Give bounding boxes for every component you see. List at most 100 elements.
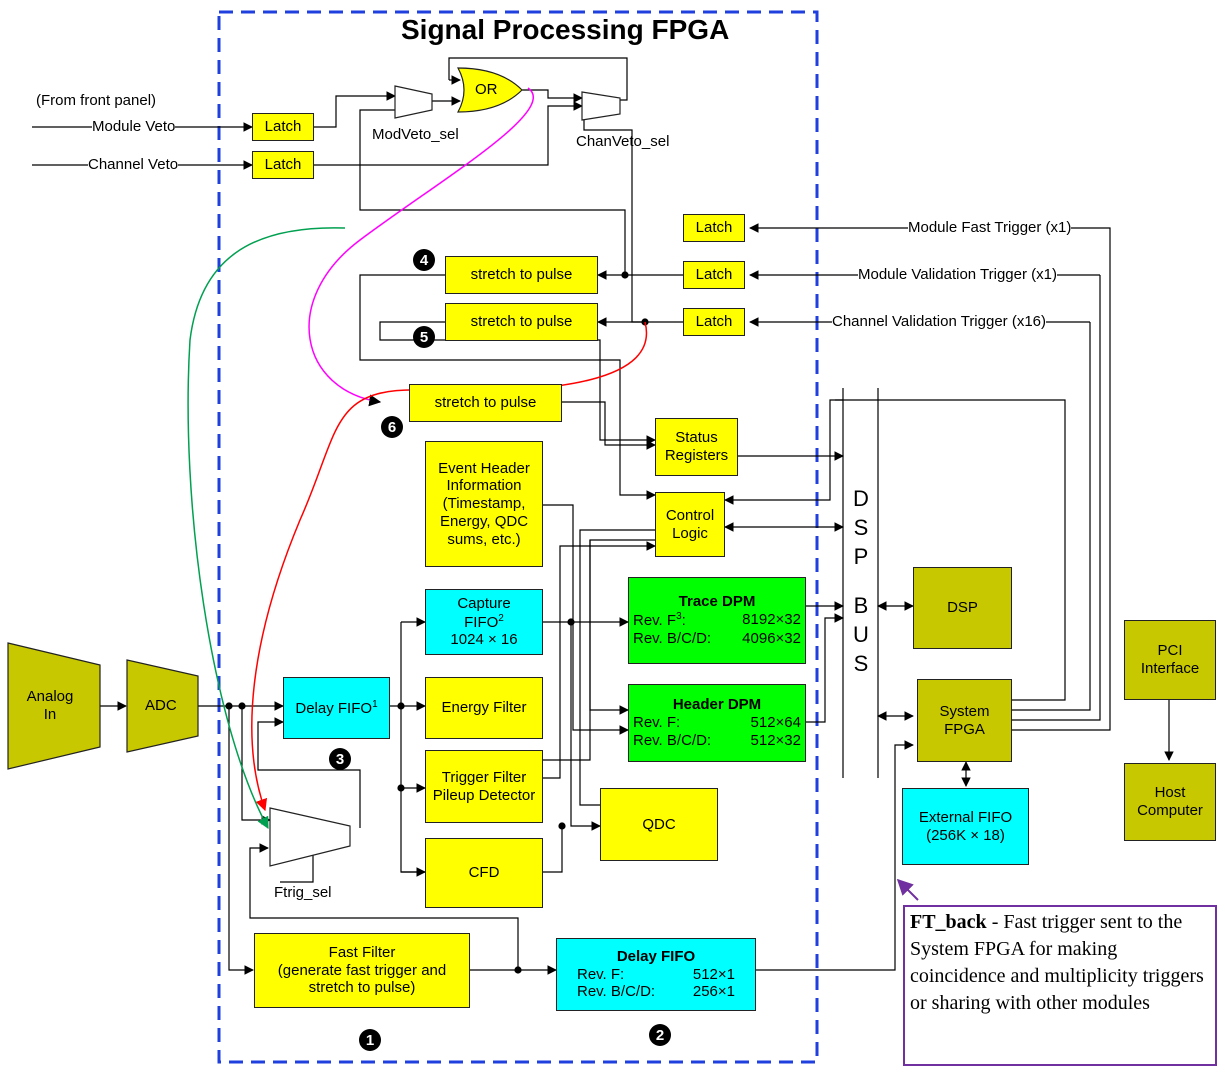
magenta-curve — [308, 87, 535, 407]
ftrig-sel-label: Ftrig_sel — [274, 884, 332, 901]
external-fifo-line2: (256K × 18) — [926, 826, 1005, 844]
channel-veto-label: Channel Veto — [88, 156, 179, 173]
stretch-to-pulse-6: stretch to pulse — [409, 384, 562, 422]
capture-fifo-sup: 2 — [498, 612, 504, 624]
latch-channel-validation: Latch — [683, 308, 745, 336]
capture-fifo-size: 1024 × 16 — [450, 631, 518, 649]
delay-fifo-2-rev2-label: Rev. B/C/D: — [577, 983, 656, 1001]
chanveto-sel-label: ChanVeto_sel — [576, 133, 670, 150]
status-registers: Status Registers — [655, 418, 738, 476]
trace-dpm-rev2: Rev. B/C/D: 4096×32 — [629, 630, 805, 648]
delay-fifo-1-sup: 1 — [372, 698, 378, 710]
stretch-to-pulse-5: stretch to pulse — [445, 303, 598, 341]
modveto-mux-shape — [394, 85, 433, 119]
fast-filter: Fast Filter (generate fast trigger and s… — [254, 933, 470, 1008]
latch-module-veto: Latch — [252, 113, 314, 141]
marker-4: 4 — [413, 249, 435, 271]
marker-5: 5 — [413, 326, 435, 348]
or-gate-shape — [456, 67, 523, 113]
stretch-to-pulse-4: stretch to pulse — [445, 256, 598, 294]
control-logic: Control Logic — [655, 492, 725, 557]
trace-dpm-rev1-value: 8192×32 — [742, 611, 801, 629]
external-fifo-line1: External FIFO — [918, 808, 1013, 826]
delay-fifo-2-rev2: Rev. B/C/D: 256×1 — [557, 983, 755, 1001]
fpga-boundary — [217, 10, 819, 1064]
header-dpm-rev2-label: Rev. B/C/D: — [633, 731, 712, 749]
delay-fifo-2-rev1-value: 512×1 — [692, 965, 735, 983]
qdc: QDC — [600, 788, 718, 861]
green-curve — [187, 227, 346, 830]
system-fpga: System FPGA — [917, 679, 1012, 762]
marker-2: 2 — [649, 1024, 671, 1046]
trace-dpm-rev2-label: Rev. B/C/D: — [633, 629, 712, 647]
adc-label: ADC — [145, 697, 177, 714]
fast-filter-line1: Fast Filter — [328, 943, 396, 961]
trace-dpm-title: Trace DPM — [678, 593, 756, 611]
trace-dpm-rev1: Rev. F3: 8192×32 — [629, 611, 805, 630]
trace-dpm-rev1-sup: 3 — [676, 611, 682, 623]
dsp-bus-letter-u: U — [853, 622, 869, 647]
latch-module-validation: Latch — [683, 261, 745, 289]
header-dpm-title: Header DPM — [672, 696, 762, 714]
fast-filter-line2: (generate fast trigger and stretch to pu… — [277, 961, 447, 997]
capture-fifo-text: FIFO — [464, 613, 499, 631]
trace-dpm-rev2-value: 4096×32 — [742, 629, 801, 647]
header-dpm-rev1: Rev. F: 512×64 — [629, 714, 805, 732]
trace-dpm-rev1-text: Rev. F — [633, 612, 677, 630]
channel-validation-trigger-label: Channel Validation Trigger (x16) — [832, 313, 1047, 330]
module-fast-trigger-label: Module Fast Trigger (x1) — [908, 219, 1072, 236]
analog-in-label: Analog In — [26, 688, 74, 723]
modveto-sel-label: ModVeto_sel — [372, 126, 459, 143]
header-dpm-rev2-value: 512×32 — [750, 731, 801, 749]
delay-fifo-2: Delay FIFO Rev. F: 512×1 Rev. B/C/D: 256×1 — [556, 938, 756, 1011]
header-dpm-rev1-value: 512×64 — [750, 714, 801, 732]
latch-module-fast-trigger: Latch — [683, 214, 745, 242]
trigger-filter-pileup-detector: Trigger Filter Pileup Detector — [425, 750, 543, 823]
delay-fifo-2-rev1-label: Rev. F: — [577, 965, 625, 983]
capture-fifo-line2: FIFO2 — [464, 613, 504, 632]
header-dpm: Header DPM Rev. F: 512×64 Rev. B/C/D: 512×… — [628, 684, 806, 762]
module-validation-trigger-label: Module Validation Trigger (x1) — [858, 266, 1057, 283]
capture-fifo: Capture FIFO2 1024 × 16 — [425, 589, 543, 655]
marker-3: 3 — [329, 748, 351, 770]
delay-fifo-2-title: Delay FIFO — [616, 947, 696, 965]
capture-fifo-line1: Capture — [457, 594, 511, 612]
dsp-bus-letter-s2: S — [853, 651, 869, 676]
dsp-bus-label: D S P B U S — [850, 484, 872, 678]
from-front-panel-label: (From front panel) — [36, 92, 157, 109]
delay-fifo-2-rev1: Rev. F: 512×1 — [557, 966, 755, 984]
cfd: CFD — [425, 838, 543, 908]
marker-1: 1 — [359, 1029, 381, 1051]
delay-fifo-1: Delay FIFO1 — [283, 677, 390, 739]
dsp-bus-letter-p: P — [853, 544, 869, 569]
pci-interface: PCI Interface — [1124, 620, 1216, 700]
ftrig-mux-shape — [269, 807, 351, 867]
trace-dpm-rev1-label: Rev. F3: — [633, 611, 686, 630]
marker-6: 6 — [381, 416, 403, 438]
module-veto-label: Module Veto — [92, 118, 176, 135]
chanveto-mux-shape — [581, 91, 621, 121]
header-dpm-rev2: Rev. B/C/D: 512×32 — [629, 732, 805, 750]
trace-dpm: Trace DPM Rev. F3: 8192×32 Rev. B/C/D: 409… — [628, 577, 806, 664]
dsp: DSP — [913, 567, 1012, 649]
dsp-bus-letter-s: S — [853, 515, 869, 540]
ft-back-title: FT_back — [910, 911, 987, 933]
event-header-information: Event Header Information (Timestamp, Ene… — [425, 441, 543, 567]
ft-back-note: FT_back - Fast trigger sent to the Syste… — [903, 905, 1217, 1066]
energy-filter: Energy Filter — [425, 677, 543, 739]
delay-fifo-1-label: Delay FIFO1 — [295, 699, 377, 718]
or-gate-label: OR — [475, 81, 498, 98]
delay-fifo-1-text: Delay FIFO — [295, 699, 373, 717]
adc-shape — [126, 659, 199, 753]
analog-in-shape — [7, 642, 101, 770]
ft-back-pointer — [896, 878, 919, 901]
latch-channel-veto: Latch — [252, 151, 314, 179]
dsp-bus-letter-b: B — [853, 593, 869, 618]
diagram-title: Signal Processing FPGA — [401, 14, 730, 45]
trace-dpm-rev1-suffix: : — [681, 612, 686, 630]
host-computer: Host Computer — [1124, 763, 1216, 841]
red-curve — [251, 321, 648, 812]
delay-fifo-2-rev2-value: 256×1 — [692, 983, 735, 1001]
dsp-bus-letter-d: D — [853, 486, 869, 511]
header-dpm-rev1-label: Rev. F: — [633, 714, 681, 732]
